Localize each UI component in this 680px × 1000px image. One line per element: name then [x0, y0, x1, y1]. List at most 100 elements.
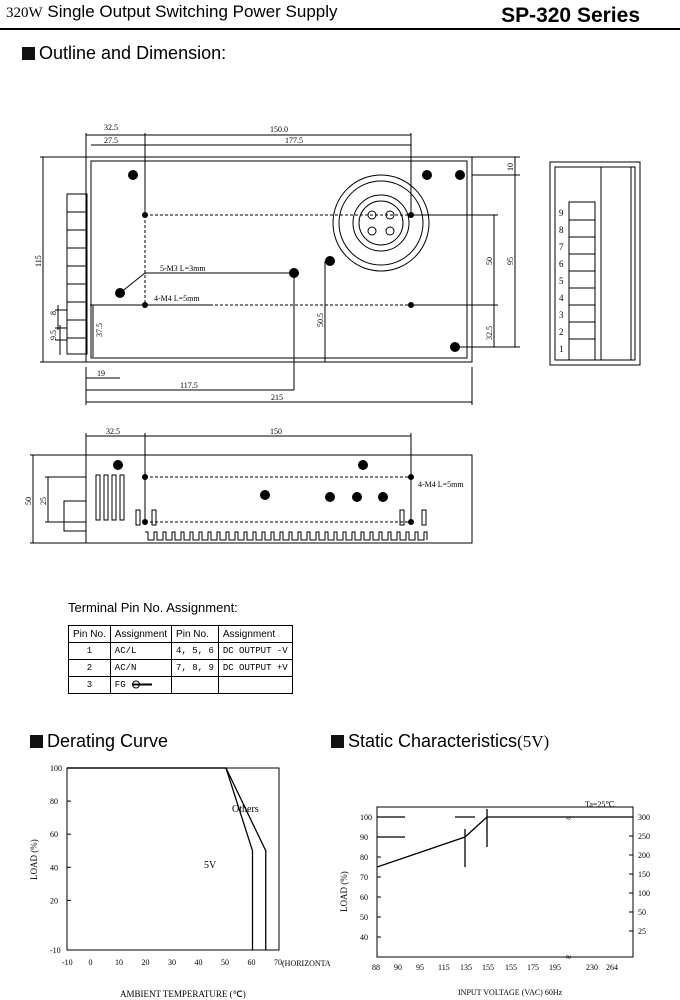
screw-hole-icon [358, 460, 368, 470]
table-row: 2 AC/N 7, 8, 9 DC OUTPUT +V [68, 659, 293, 677]
dim-label: 8 [49, 311, 58, 315]
x-tick-label: 115 [438, 963, 450, 972]
mount-hole-icon [142, 212, 148, 218]
header-title: 320W Single Output Switching Power Suppl… [6, 2, 338, 22]
y-right-tick-label: 150 [638, 870, 650, 879]
x-tick-label: 10 [115, 958, 123, 967]
terminal-number: 3 [559, 310, 564, 320]
screw-hole-icon [455, 170, 465, 180]
terminal-assignment-title: Terminal Pin No. Assignment: [68, 600, 238, 615]
derating-heading: Derating Curve [30, 731, 168, 752]
terminal-number: 2 [559, 327, 564, 337]
x-tick-label: 30 [168, 958, 176, 967]
mount-hole-icon [142, 302, 148, 308]
x-tick-label: 95 [416, 963, 424, 972]
derating-frame [66, 767, 280, 951]
table-cell: 1 [68, 642, 111, 660]
y-tick-label: 100 [50, 764, 62, 773]
dim-label: 10 [506, 163, 515, 171]
series-label-others: Others [232, 804, 259, 815]
series-name: SP-320 Series [501, 4, 640, 27]
table-cell: AC/N [109, 659, 173, 677]
x-tick-label: 195 [549, 963, 561, 972]
table-header-cell: Pin No. [171, 625, 219, 643]
square-bullet-icon [30, 735, 43, 748]
table-header-cell: Pin No. [68, 625, 111, 643]
terminal-assignment-table: Pin No. Assignment Pin No. Assignment 1 … [68, 625, 293, 694]
y-axis-label: LOAD (%) [29, 839, 39, 880]
y-tick-label: 20 [50, 896, 58, 905]
y-right-tick-label: 50 [638, 908, 646, 917]
x-tick-label: 155 [505, 963, 517, 972]
dim-label: 115 [34, 255, 43, 267]
table-cell [217, 676, 293, 694]
screw-hole-icon [115, 288, 125, 298]
x-tick-label: 40 [195, 958, 203, 967]
y-tick-label: 40 [50, 863, 58, 872]
side-screw-holes [113, 460, 414, 525]
y-right-tick-label: 250 [638, 832, 650, 841]
x-tick-label: 230 [586, 963, 598, 972]
mount-hole-icon [408, 474, 414, 480]
terminal-block-slots [67, 211, 87, 339]
table-cell [171, 676, 219, 694]
y-tick-label: 90 [360, 833, 368, 842]
x-axis-label: INPUT VOLTAGE (VAC) 60Hz [458, 988, 563, 997]
derating-heading-text: Derating Curve [47, 731, 169, 751]
terminal-number: 7 [559, 242, 564, 252]
mount-hole-icon [142, 474, 148, 480]
terminal-slots [569, 219, 595, 340]
table-cell: FG [109, 676, 173, 694]
terminal-block [66, 193, 88, 355]
fg-label: FG [114, 680, 126, 690]
table-cell: DC OUTPUT -V [217, 642, 293, 660]
screw-hole-icon [450, 342, 460, 352]
dim-label: 32.5 [485, 326, 494, 340]
table-cell: 2 [68, 659, 111, 677]
y-right-tick-label: 100 [638, 889, 650, 898]
table-header-cell: Assignment [109, 625, 173, 643]
dim-label: 50 [485, 257, 494, 265]
y-right-tick-label: 300 [638, 813, 650, 822]
y-tick-label: 70 [360, 873, 368, 882]
square-bullet-icon [22, 47, 35, 60]
screw-hole-icon [422, 170, 432, 180]
y-tick-label: -10 [50, 946, 61, 955]
dim-label: 25 [39, 497, 48, 505]
table-cell: 3 [68, 676, 111, 694]
x-tick-label: 90 [394, 963, 402, 972]
screw-hole-icon [325, 256, 335, 266]
outline-heading: Outline and Dimension: [22, 43, 226, 64]
static-frame [376, 806, 634, 958]
screw-m4-label: 4-M4 L=5mm [418, 480, 464, 489]
break-mark-icon: ≈ [566, 813, 571, 823]
mount-hole-icon [408, 519, 414, 525]
mount-hole-icon [408, 302, 414, 308]
screw-hole-icon [352, 492, 362, 502]
screw-hole-icon [289, 268, 299, 278]
x-tick-label: 0 [89, 958, 93, 967]
mount-hole-icon [142, 519, 148, 525]
terminal-number: 8 [559, 225, 564, 235]
table-cell: DC OUTPUT +V [217, 659, 293, 677]
y-tick-label: 100 [360, 813, 372, 822]
x-tick-label: 50 [221, 958, 229, 967]
dim-label: 50.5 [316, 313, 325, 327]
y-tick-label: 40 [360, 933, 368, 942]
top-view-drawing: 32.5 27.5 150.0 177.5 10 115 50 95 8 9.5… [34, 123, 520, 405]
screw-hole-icon [128, 170, 138, 180]
x-tick-label: 264 [606, 963, 618, 972]
side-outline [85, 454, 473, 544]
y-right-tick-label: 200 [638, 851, 650, 860]
x-suffix-label: (HORIZONTAL) [282, 959, 330, 968]
y-axis-label: LOAD (%) [339, 871, 349, 912]
side-view-drawing: 32.5 150 50 25 4-M4 L=5mm [24, 427, 473, 544]
screw-m3-label: 5-M3 L=3mm [160, 264, 206, 273]
terminal-number: 4 [559, 293, 564, 303]
terminal-number: 9 [559, 208, 564, 218]
dim-label: 150 [270, 427, 282, 436]
x-tick-label: -10 [62, 958, 73, 967]
break-mark-icon: ≈ [566, 952, 571, 962]
